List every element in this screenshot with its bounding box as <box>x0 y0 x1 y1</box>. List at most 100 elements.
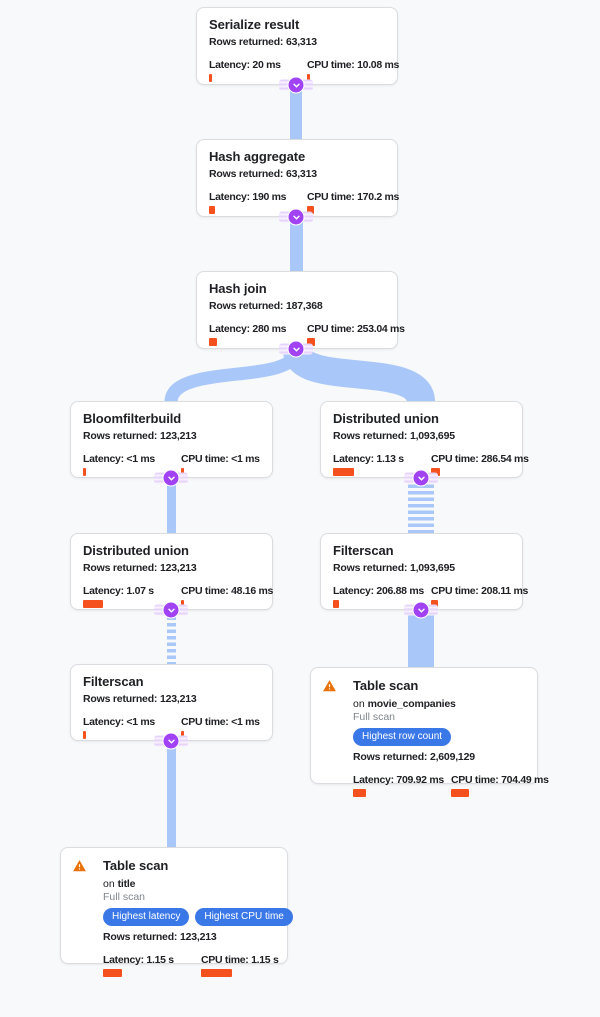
collapse-bloomfilterbuild-button[interactable] <box>163 470 179 486</box>
chevron-down-icon <box>167 739 175 744</box>
latency-label: Latency: <box>353 774 394 786</box>
rows-returned-label: Rows returned: <box>353 751 428 763</box>
warning-icon <box>322 679 337 698</box>
rows-returned-label: Rows returned: <box>209 168 284 180</box>
latency-stat: Latency: 280 ms <box>209 323 307 346</box>
rows-returned: Rows returned: 187,368 <box>209 300 385 313</box>
cpu-time-value: 10.08 ms <box>357 59 400 71</box>
metrics: Latency: 20 ms CPU time: 10.08 ms <box>209 59 399 82</box>
cpu-time-value: 208.11 ms <box>481 585 529 597</box>
latency-stat: Latency: 190 ms <box>209 191 307 214</box>
latency-value: 206.88 ms <box>376 585 424 597</box>
rows-returned-value: 123,213 <box>179 931 217 943</box>
metrics: Latency: <1 ms CPU time: <1 ms <box>83 453 260 476</box>
cpu-time-label: CPU time: <box>201 954 249 966</box>
badges: Highest latency Highest CPU time <box>103 908 293 926</box>
collapse-hash-join-button[interactable] <box>288 341 304 357</box>
collapse-serialize-result-button[interactable] <box>288 77 304 93</box>
plan-node-bloomfilterbuild[interactable]: Bloomfilterbuild Rows returned: 123,213 … <box>70 401 273 478</box>
latency-value: 190 ms <box>252 191 287 203</box>
cpu-time-label: CPU time: <box>181 453 229 465</box>
latency-bar <box>209 338 217 346</box>
latency-value: <1 ms <box>126 716 155 728</box>
collapse-distributed-union-left-button[interactable] <box>163 602 179 618</box>
cpu-stat: CPU time: 208.11 ms <box>431 585 528 608</box>
latency-value: 20 ms <box>252 59 281 71</box>
edge-hash-join-to-bloomfilterbuild <box>164 348 303 404</box>
plan-node-hash-aggregate[interactable]: Hash aggregate Rows returned: 63,313 Lat… <box>196 139 399 217</box>
cpu-bar <box>181 600 184 608</box>
latency-label: Latency: <box>209 191 250 203</box>
latency-stat: Latency: <1 ms <box>83 716 181 739</box>
cpu-bar <box>307 338 315 346</box>
edge-distributed-union-to-filterscan-left <box>167 610 176 664</box>
latency-value: <1 ms <box>126 453 155 465</box>
rows-returned-label: Rows returned: <box>83 562 158 574</box>
edge-bloomfilterbuild-to-distributed-union <box>167 478 176 533</box>
metrics: Latency: 206.88 ms CPU time: 208.11 ms <box>333 585 528 608</box>
edge-filterscan-to-table-scan-right <box>408 610 434 667</box>
scan-type: Full scan <box>353 711 396 723</box>
cpu-bar <box>181 468 184 476</box>
latency-stat: Latency: 1.07 s <box>83 585 181 608</box>
metrics: Latency: <1 ms CPU time: <1 ms <box>83 716 260 739</box>
metrics: Latency: 709.92 ms CPU time: 704.49 ms <box>353 774 549 797</box>
badge-highest-latency: Highest latency <box>103 908 190 926</box>
collapse-filterscan-right-button[interactable] <box>413 602 429 618</box>
plan-node-distributed-union-left[interactable]: Distributed union Rows returned: 123,213… <box>70 533 273 610</box>
rows-returned: Rows returned: 123,213 <box>83 562 260 575</box>
scan-type: Full scan <box>103 891 146 903</box>
latency-stat: Latency: <1 ms <box>83 453 181 476</box>
node-title: Distributed union <box>333 411 439 426</box>
plan-node-filterscan-left[interactable]: Filterscan Rows returned: 123,213 Latenc… <box>70 664 273 741</box>
plan-node-table-scan-movie-companies[interactable]: Table scan on movie_companies Full scan … <box>310 667 549 797</box>
collapse-distributed-union-right-button[interactable] <box>413 470 429 486</box>
latency-stat: Latency: 1.15 s <box>103 954 201 977</box>
node-title: Bloomfilterbuild <box>83 411 182 426</box>
latency-bar <box>103 969 122 977</box>
edge-distributed-union-to-filterscan-right <box>408 478 434 533</box>
cpu-stat: CPU time: 48.16 ms <box>181 585 273 608</box>
rows-returned-value: 63,313 <box>285 36 317 48</box>
rows-returned: Rows returned: 2,609,129 <box>353 751 525 764</box>
latency-label: Latency: <box>209 323 250 335</box>
plan-node-serialize-result[interactable]: Serialize result Rows returned: 63,313 L… <box>196 7 399 85</box>
chevron-down-icon <box>292 347 300 352</box>
cpu-stat: CPU time: 10.08 ms <box>307 59 399 82</box>
rows-returned: Rows returned: 1,093,695 <box>333 430 510 443</box>
chevron-down-icon <box>417 608 425 613</box>
rows-returned-label: Rows returned: <box>83 430 158 442</box>
node-title: Serialize result <box>209 17 300 32</box>
latency-bar <box>83 600 103 608</box>
cpu-bar <box>307 74 310 82</box>
plan-node-hash-join[interactable]: Hash join Rows returned: 187,368 Latency… <box>196 271 405 349</box>
metrics: Latency: 280 ms CPU time: 253.04 ms <box>209 323 405 346</box>
latency-bar <box>333 600 339 608</box>
node-title: Table scan <box>353 678 419 693</box>
cpu-bar <box>201 969 232 977</box>
collapse-hash-aggregate-button[interactable] <box>288 209 304 225</box>
cpu-time-label: CPU time: <box>181 716 229 728</box>
rows-returned-value: 1,093,695 <box>409 562 455 574</box>
rows-returned: Rows returned: 1,093,695 <box>333 562 510 575</box>
collapse-filterscan-left-button[interactable] <box>163 733 179 749</box>
cpu-time-label: CPU time: <box>307 59 355 71</box>
cpu-time-label: CPU time: <box>307 323 355 335</box>
rows-returned: Rows returned: 123,213 <box>83 693 260 706</box>
latency-stat: Latency: 206.88 ms <box>333 585 431 608</box>
cpu-bar <box>431 600 438 608</box>
cpu-bar <box>307 206 314 214</box>
latency-value: 1.07 s <box>126 585 154 597</box>
cpu-stat: CPU time: 286.54 ms <box>431 453 529 476</box>
table-name: title <box>117 878 136 890</box>
plan-node-distributed-union-right[interactable]: Distributed union Rows returned: 1,093,6… <box>320 401 529 478</box>
latency-label: Latency: <box>83 716 124 728</box>
latency-label: Latency: <box>209 59 250 71</box>
latency-stat: Latency: 1.13 s <box>333 453 431 476</box>
latency-value: 1.15 s <box>146 954 174 966</box>
latency-label: Latency: <box>83 585 124 597</box>
plan-node-filterscan-right[interactable]: Filterscan Rows returned: 1,093,695 Late… <box>320 533 528 610</box>
plan-node-table-scan-title[interactable]: Table scan on title Full scan Highest la… <box>60 847 293 977</box>
rows-returned-value: 123,213 <box>159 430 197 442</box>
